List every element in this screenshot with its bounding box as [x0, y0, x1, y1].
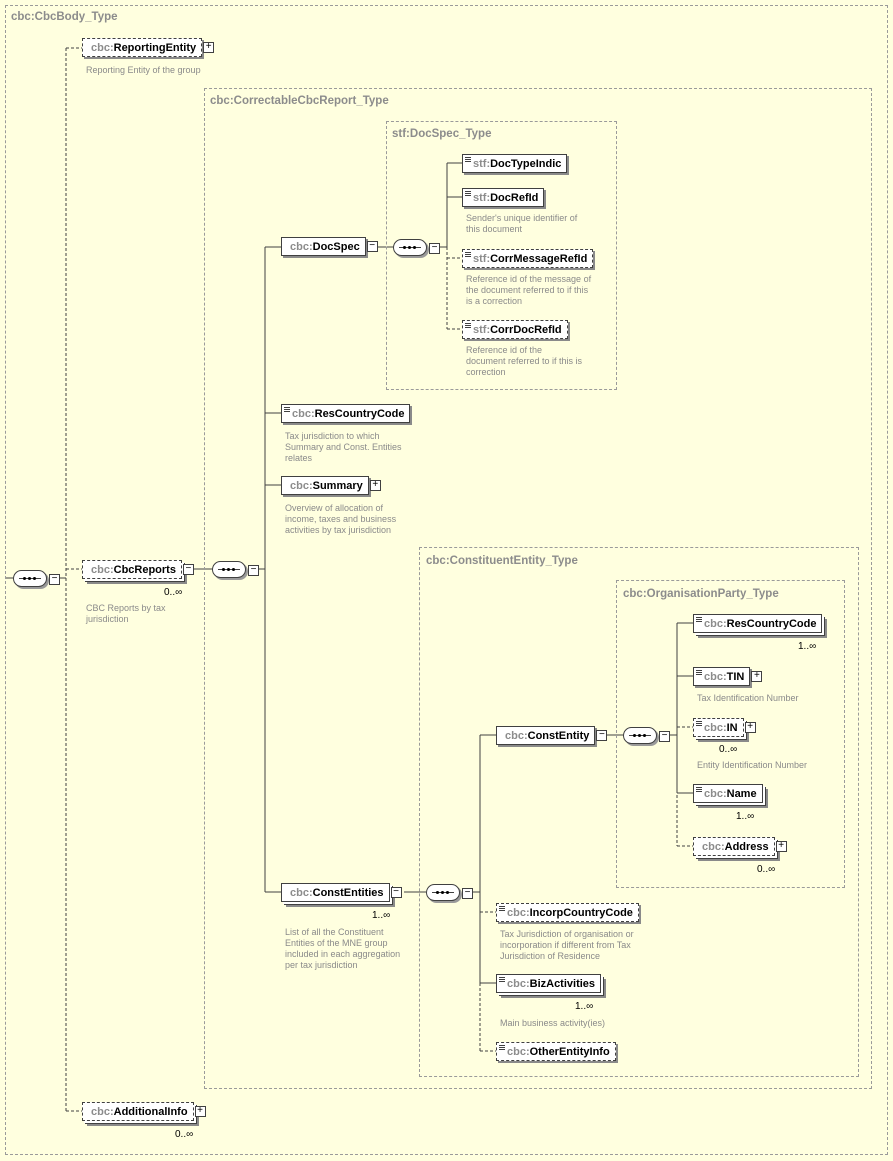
element-note: CBC Reports by tax jurisdiction [86, 603, 166, 624]
element-note: Reference id of the document referred to… [466, 345, 583, 377]
docspec-element[interactable]: cbc:DocSpec − [281, 237, 378, 256]
corr-doc-ref-id-element[interactable]: stf:CorrDocRefId [462, 320, 568, 339]
simple-content-icon [696, 670, 702, 676]
frame-title: cbc:ConstituentEntity_Type [426, 555, 578, 567]
other-entity-info-element[interactable]: cbc:OtherEntityInfo [496, 1042, 616, 1061]
reporting-entity-element[interactable]: cbc:ReportingEntity + [82, 38, 215, 57]
corr-message-ref-id-element[interactable]: stf:CorrMessageRefId [462, 249, 594, 268]
incorp-country-code-element[interactable]: cbc:IncorpCountryCode [496, 903, 639, 922]
element-note: Entity Identification Number [697, 760, 808, 770]
name-element[interactable]: cbc:Name [693, 784, 763, 803]
sequence-compositor-icon[interactable]: − [13, 570, 60, 587]
simple-content-icon [499, 977, 505, 983]
minus-box-icon[interactable]: − [429, 243, 440, 254]
multiplicity-label: 1..∞ [575, 1001, 594, 1012]
docspec-type-frame [386, 121, 617, 390]
minus-box-icon[interactable]: − [248, 565, 259, 576]
simple-content-icon [465, 191, 471, 197]
plus-box-icon[interactable]: + [194, 1106, 206, 1117]
element-note: Reference id of the message of the docum… [466, 274, 592, 306]
sequence-compositor-icon[interactable]: − [623, 727, 670, 744]
sequence-compositor-icon[interactable]: − [212, 561, 259, 578]
element-note: List of all the Constituent Entities of … [285, 927, 401, 970]
const-entity-element[interactable]: cbc:ConstEntity − [496, 726, 608, 745]
minus-box-icon[interactable]: − [596, 730, 608, 741]
plus-box-icon[interactable]: + [369, 480, 381, 491]
frame-title: stf:DocSpec_Type [392, 128, 492, 140]
element-note: Main business activity(ies) [500, 1018, 606, 1028]
minus-box-icon[interactable]: − [49, 574, 60, 585]
element-note: Tax Identification Number [697, 693, 799, 703]
multiplicity-label: 0..∞ [757, 864, 776, 875]
address-element[interactable]: cbc:Address + [693, 837, 787, 856]
simple-content-icon [499, 906, 505, 912]
element-note: Sender's unique identifier of this docum… [466, 213, 578, 234]
simple-content-icon [499, 1045, 505, 1051]
org-res-country-code-element[interactable]: cbc:ResCountryCode [693, 614, 823, 633]
element-note: Tax Jurisdiction of organisation or inco… [500, 929, 634, 961]
simple-content-icon [696, 617, 702, 623]
minus-box-icon[interactable]: − [462, 888, 473, 899]
tin-element[interactable]: cbc:TIN + [693, 667, 763, 686]
multiplicity-label: 1..∞ [736, 811, 755, 822]
multiplicity-label: 0..∞ [164, 587, 183, 598]
constituent-entity-type-frame [419, 547, 859, 1077]
organisation-party-type-frame [616, 580, 845, 888]
simple-content-icon [465, 157, 471, 163]
simple-content-icon [284, 407, 290, 413]
sequence-compositor-icon[interactable]: − [393, 239, 440, 256]
multiplicity-label: 0..∞ [175, 1129, 194, 1140]
minus-box-icon[interactable]: − [390, 887, 402, 898]
cbc-body-type-frame [5, 5, 888, 1155]
biz-activities-element[interactable]: cbc:BizActivities [496, 974, 602, 993]
frame-title: cbc:CorrectableCbcReport_Type [210, 95, 389, 107]
res-country-code-element[interactable]: cbc:ResCountryCode [281, 404, 411, 423]
frame-title: cbc:CbcBody_Type [11, 11, 118, 23]
minus-box-icon[interactable]: − [659, 731, 670, 742]
cbc-reports-element[interactable]: cbc:CbcReports − [82, 560, 194, 579]
element-note: Tax jurisdiction to which Summary and Co… [285, 431, 402, 463]
simple-content-icon [465, 252, 471, 258]
additional-info-element[interactable]: cbc:AdditionalInfo + [82, 1102, 206, 1121]
plus-box-icon[interactable]: + [751, 671, 763, 682]
multiplicity-label: 1..∞ [798, 641, 817, 652]
frame-title: cbc:OrganisationParty_Type [623, 588, 779, 600]
const-entities-element[interactable]: cbc:ConstEntities − [281, 883, 402, 902]
summary-element[interactable]: cbc:Summary + [281, 476, 381, 495]
correctable-report-type-frame [204, 88, 872, 1089]
plus-box-icon[interactable]: + [775, 841, 787, 852]
simple-content-icon [696, 721, 702, 727]
minus-box-icon[interactable]: − [366, 241, 378, 252]
multiplicity-label: 1..∞ [372, 910, 391, 921]
doc-type-indic-element[interactable]: stf:DocTypeIndic [462, 154, 568, 173]
in-element[interactable]: cbc:IN + [693, 718, 756, 737]
simple-content-icon [696, 787, 702, 793]
element-note: Overview of allocation of income, taxes … [285, 503, 397, 535]
element-note: Reporting Entity of the group [86, 65, 201, 75]
sequence-compositor-icon[interactable]: − [426, 884, 473, 901]
plus-box-icon[interactable]: + [203, 42, 215, 53]
plus-box-icon[interactable]: + [744, 722, 756, 733]
doc-ref-id-element[interactable]: stf:DocRefId [462, 188, 545, 207]
simple-content-icon [465, 323, 471, 329]
minus-box-icon[interactable]: − [182, 564, 194, 575]
multiplicity-label: 0..∞ [719, 744, 738, 755]
